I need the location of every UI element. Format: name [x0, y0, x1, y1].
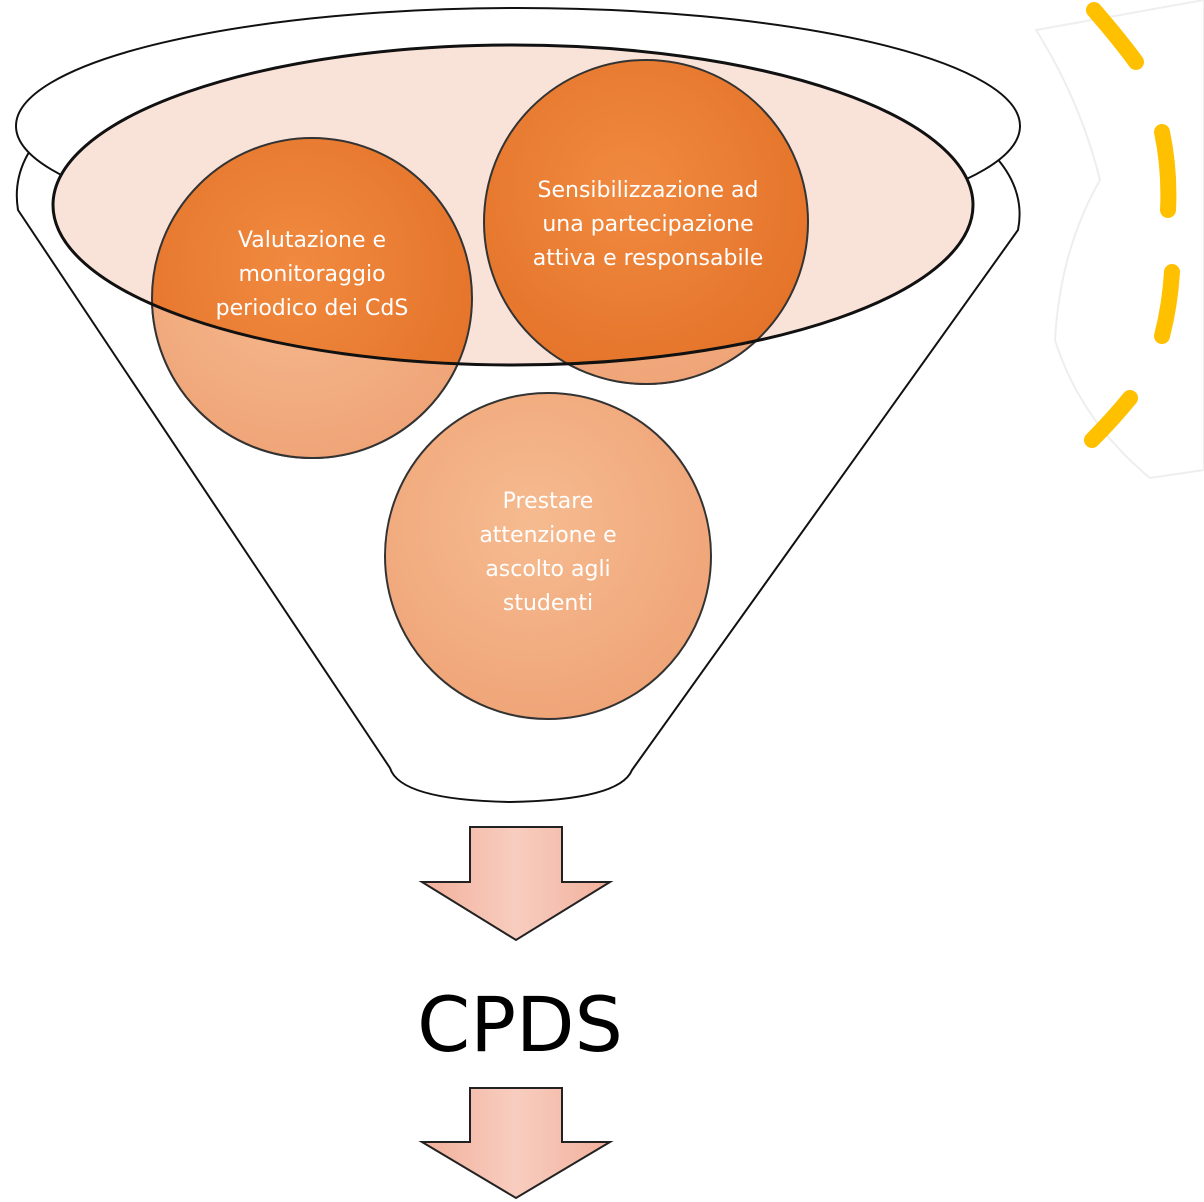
circle-label-valutazione: Valutazione e monitoraggio periodico dei…: [215, 228, 409, 321]
funnel-mouth-outline: [51, 43, 975, 367]
road-dash: [1086, 2, 1144, 70]
arrow-down-1: [418, 826, 614, 942]
arrow-down-2: [418, 1087, 614, 1200]
road-dash: [1154, 124, 1177, 218]
road-dash: [1084, 390, 1138, 448]
road-dash: [1154, 264, 1180, 344]
circle-label-prestare: Prestare attenzione e ascolto agli stude…: [479, 489, 617, 616]
circle-label-sensibilizzazione: Sensibilizzazione ad una partecipazione …: [532, 178, 764, 271]
output-label: CPDS: [417, 980, 623, 1069]
road-decoration: [1034, 0, 1204, 480]
circle-prestare: [384, 392, 712, 720]
